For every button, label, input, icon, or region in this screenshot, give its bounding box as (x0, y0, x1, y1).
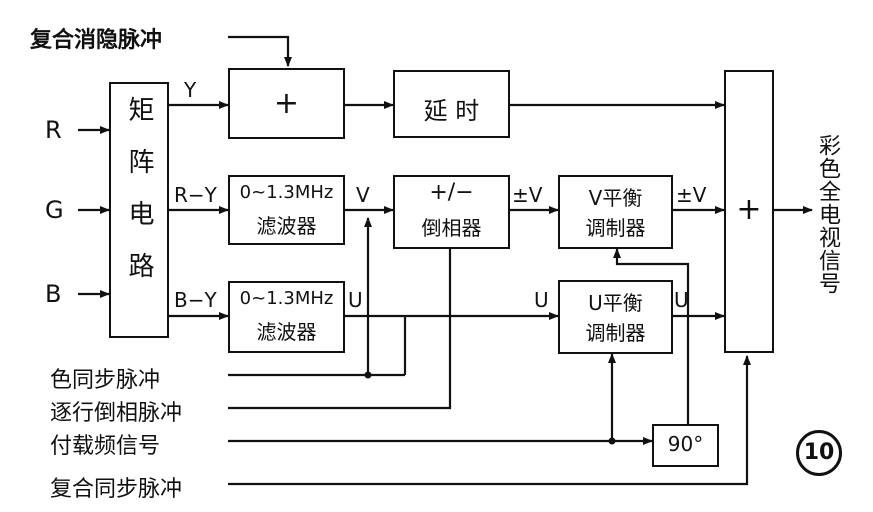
b-input-label: B (45, 280, 62, 308)
final-adder-block (724, 70, 774, 353)
rminusy-filter-block (228, 175, 345, 245)
u-signal-label: U (348, 288, 363, 312)
bminusy-filter-block (228, 281, 345, 353)
phase-shift-90-block (652, 424, 719, 467)
u-modulator-title: U平衡 (588, 291, 643, 315)
figure-number-badge (796, 430, 842, 476)
composite-blanking-label: 复合消隐脉冲 (30, 28, 163, 53)
pm-v-in-label: ±V (512, 183, 543, 207)
phase-inverter-sign: +/− (429, 180, 474, 205)
r-input-label: R (45, 116, 62, 144)
u-out-label: U (674, 288, 689, 312)
delay-block (393, 70, 510, 138)
matrix-circuit-block (109, 82, 169, 338)
v-modulator-name: 调制器 (585, 216, 646, 240)
figure-number: 10 (803, 440, 835, 465)
composite-sync-pulse-label: 复合同步脉冲 (50, 477, 183, 502)
luma-adder-block (228, 68, 345, 139)
pm-v-out-label: ±V (676, 183, 707, 207)
r-minus-y-label: R−Y (174, 183, 217, 207)
line-inversion-pulse-label: 逐行倒相脉冲 (50, 401, 183, 426)
color-sync-pulse-label: 色同步脉冲 (50, 368, 161, 393)
rminusy-filter-name: 滤波器 (256, 214, 317, 238)
u-balanced-modulator-block (558, 280, 673, 354)
v-balanced-modulator-block (558, 175, 673, 249)
y-signal-label: Y (184, 78, 197, 102)
output-signal-label: 彩色全电视信号 (815, 134, 840, 295)
bminusy-filter-name: 滤波器 (256, 320, 317, 344)
v-modulator-title: V平衡 (588, 186, 643, 210)
rminusy-filter-range: 0~1.3MHz (239, 182, 334, 203)
bminusy-filter-range: 0~1.3MHz (239, 288, 334, 309)
b-minus-y-label: B−Y (174, 288, 217, 312)
u-in-label: U (534, 288, 549, 312)
delay-label: 延 时 (423, 97, 480, 125)
v-signal-label: V (356, 183, 370, 207)
subcarrier-signal-label: 付载频信号 (50, 434, 161, 459)
luma-adder-symbol: + (273, 86, 300, 121)
matrix-circuit-label: 矩阵电路 (124, 96, 154, 304)
phase-inverter-block (393, 175, 510, 249)
g-input-label: G (45, 196, 64, 224)
u-modulator-name: 调制器 (585, 321, 646, 345)
phase-inverter-name: 倒相器 (421, 216, 482, 240)
final-adder-symbol: + (736, 192, 762, 227)
phase-shift-90-label: 90° (667, 432, 704, 456)
